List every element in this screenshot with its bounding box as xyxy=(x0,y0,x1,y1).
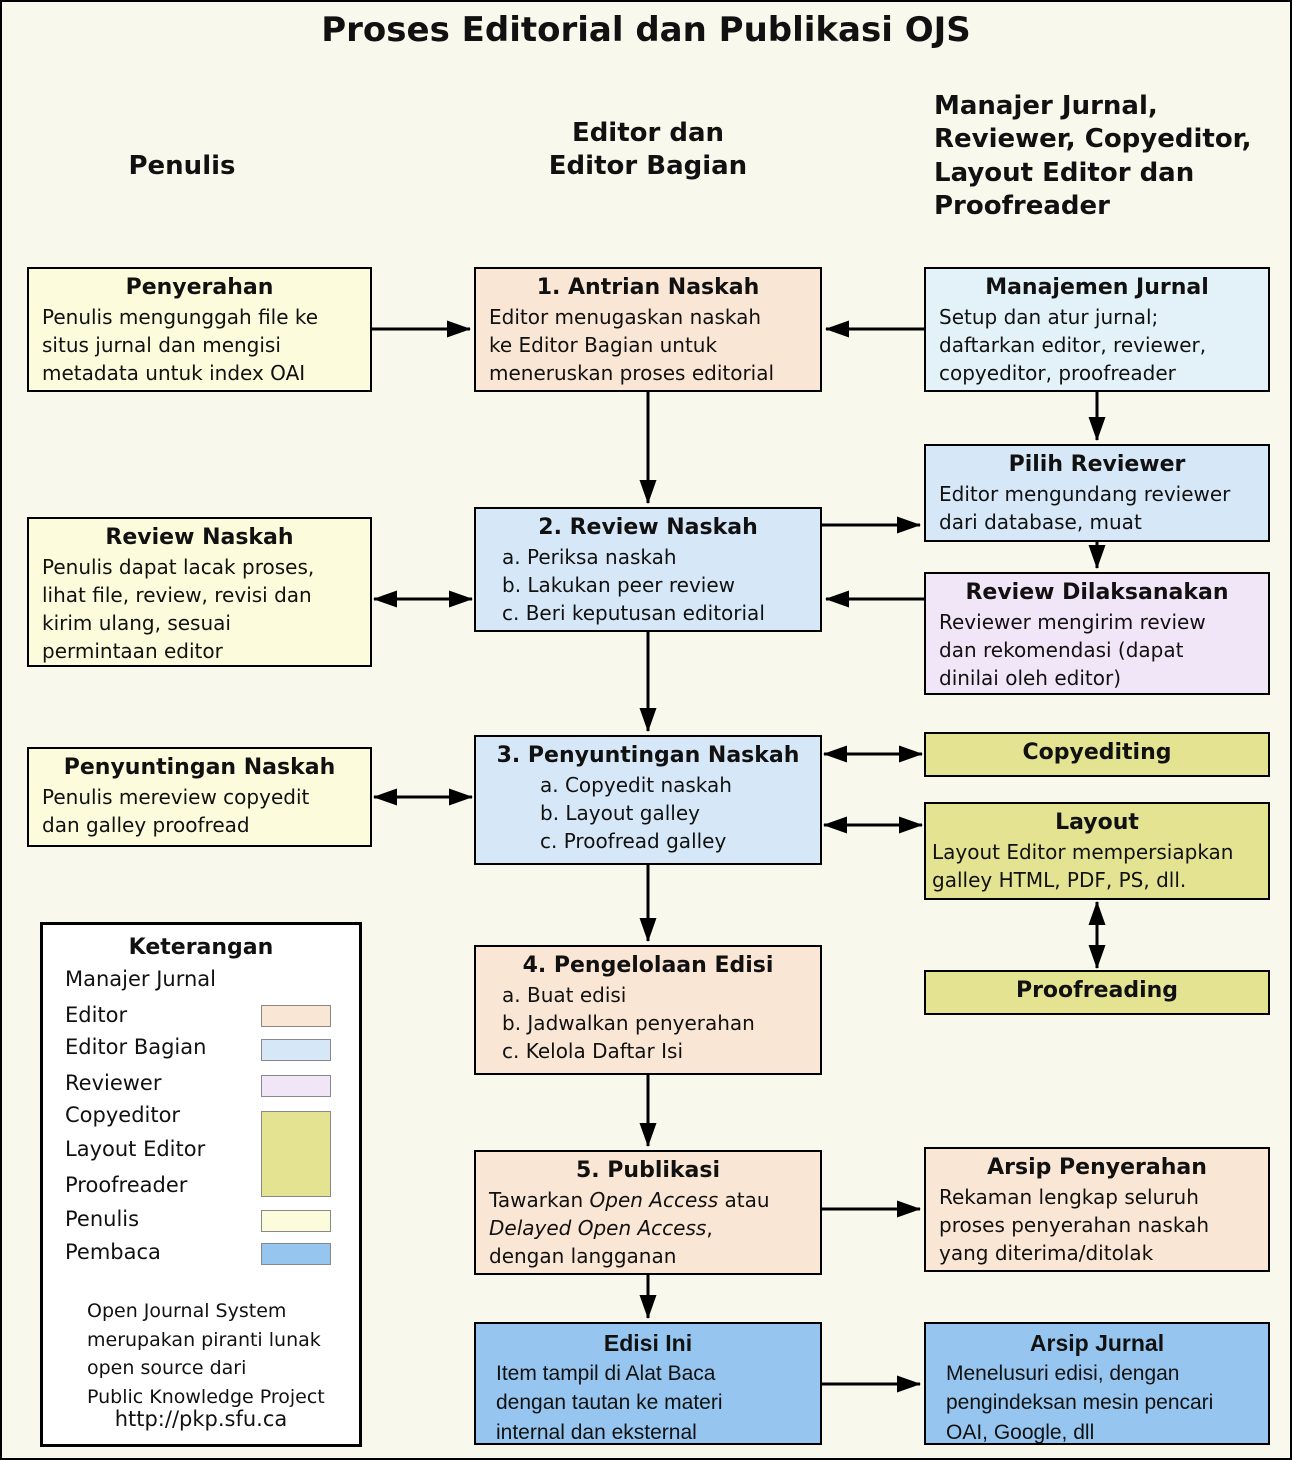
box-body: Rekaman lengkap seluruh proses penyeraha… xyxy=(939,1184,1209,1265)
box-penyuntingan-naskah: 3. Penyuntingan Naskah a. Copyedit naska… xyxy=(474,735,822,865)
box-pilih-reviewer: Pilih Reviewer Editor mengundang reviewe… xyxy=(924,444,1270,542)
legend-label-reviewer: Reviewer xyxy=(65,1071,162,1095)
box-body: Item tampil di Alat Baca dengan tautan k… xyxy=(496,1361,723,1444)
box-antrian-naskah: 1. Antrian Naskah Editor menugaskan nask… xyxy=(474,267,822,392)
box-review-naskah-penulis: Review Naskah Penulis dapat lacak proses… xyxy=(27,517,372,667)
legend-swatch-copyeditor-group xyxy=(261,1111,331,1197)
box-title: 3. Penyuntingan Naskah xyxy=(496,743,800,768)
box-edisi-ini: Edisi Ini Item tampil di Alat Baca denga… xyxy=(474,1322,822,1445)
box-title: Pilih Reviewer xyxy=(1008,452,1186,477)
box-body: Editor mengundang reviewer dari database… xyxy=(939,481,1231,534)
box-body: a. Copyedit naskah b. Layout galley c. P… xyxy=(540,772,732,853)
box-layout: Layout Layout Editor mempersiapkan galle… xyxy=(924,802,1270,900)
legend-note: Open Journal System merupakan piranti lu… xyxy=(87,1300,325,1408)
box-proofreading: Proofreading xyxy=(924,970,1270,1015)
box-title: 2. Review Naskah xyxy=(538,515,758,540)
box-title: Copyediting xyxy=(1022,740,1172,765)
box-body: Penulis dapat lacak proses, lihat file, … xyxy=(42,554,315,663)
box-body: Editor menugaskan naskah ke Editor Bagia… xyxy=(489,304,775,385)
box-title: Arsip Jurnal xyxy=(1029,1330,1165,1356)
legend-swatch-pembaca xyxy=(261,1243,331,1265)
box-title: Penyuntingan Naskah xyxy=(63,755,336,780)
legend-label-penulis: Penulis xyxy=(65,1207,140,1231)
box-body: Setup dan atur jurnal; daftarkan editor,… xyxy=(939,304,1207,385)
box-arsip-jurnal: Arsip Jurnal Menelusuri edisi, dengan pe… xyxy=(924,1322,1270,1445)
column-header-penulis: Penulis xyxy=(128,151,236,181)
box-title: Proofreading xyxy=(1015,978,1179,1003)
box-title: Review Dilaksanakan xyxy=(965,580,1229,605)
box-title: 5. Publikasi xyxy=(575,1158,721,1183)
box-body: a. Periksa naskah b. Lakukan peer review… xyxy=(502,544,765,625)
box-publikasi: 5. Publikasi Tawarkan Open Access atau D… xyxy=(474,1150,822,1275)
body-text: Tawarkan xyxy=(489,1187,590,1212)
box-title: Layout xyxy=(1055,810,1139,835)
box-body: Penulis mengunggah file ke situs jurnal … xyxy=(42,304,319,385)
box-body: Penulis mereview copyedit dan galley pro… xyxy=(42,784,310,837)
body-text: , dengan langganan xyxy=(489,1215,713,1268)
body-text-italic: Open Access xyxy=(589,1187,719,1212)
box-body: Layout Editor mempersiapkan galley HTML,… xyxy=(932,839,1234,892)
legend-label-copyeditor: Copyeditor xyxy=(65,1103,181,1127)
diagram-title: Proses Editorial dan Publikasi OJS xyxy=(321,10,971,50)
legend-swatch-reviewer xyxy=(261,1075,331,1097)
box-pengelolaan-edisi: 4. Pengelolaan Edisi a. Buat edisi b. Ja… xyxy=(474,945,822,1075)
legend-label-manajer-jurnal: Manajer Jurnal xyxy=(65,967,217,991)
box-body: Menelusuri edisi, dengan pengindeksan me… xyxy=(946,1361,1214,1444)
body-text-italic: Delayed Open Access xyxy=(489,1215,707,1240)
box-body: Tawarkan Open Access atau Delayed Open A… xyxy=(476,1186,820,1270)
box-title: 4. Pengelolaan Edisi xyxy=(522,953,774,978)
body-text: atau xyxy=(724,1187,770,1212)
box-title: Arsip Penyerahan xyxy=(987,1155,1207,1180)
legend-label-proofreader: Proofreader xyxy=(65,1173,188,1197)
legend-label-editor-bagian: Editor Bagian xyxy=(65,1035,207,1059)
legend-label-editor: Editor xyxy=(65,1003,128,1027)
legend-swatch-penulis xyxy=(261,1210,331,1232)
legend-label-layout-editor: Layout Editor xyxy=(65,1137,206,1161)
box-manajemen-jurnal: Manajemen Jurnal Setup dan atur jurnal; … xyxy=(924,267,1270,392)
box-title: Penyerahan xyxy=(125,275,274,300)
box-penyerahan: Penyerahan Penulis mengunggah file ke si… xyxy=(27,267,372,392)
box-review-dilaksanakan: Review Dilaksanakan Reviewer mengirim re… xyxy=(924,572,1270,695)
box-title: Review Naskah xyxy=(105,525,294,550)
box-arsip-penyerahan: Arsip Penyerahan Rekaman lengkap seluruh… xyxy=(924,1147,1270,1272)
legend-swatch-editor-bagian xyxy=(261,1039,331,1061)
box-body: a. Buat edisi b. Jadwalkan penyerahan c.… xyxy=(502,982,755,1063)
column-header-editor: Editor dan Editor Bagian xyxy=(548,118,748,182)
box-title: 1. Antrian Naskah xyxy=(536,275,760,300)
column-header-manajer-jurnal: Manajer Jurnal, Reviewer, Copyeditor, La… xyxy=(934,91,1252,221)
legend-swatch-editor xyxy=(261,1005,331,1027)
legend-title: Keterangan xyxy=(128,935,274,960)
box-copyediting: Copyediting xyxy=(924,732,1270,777)
legend: Keterangan Manajer Jurnal Editor Editor … xyxy=(40,922,362,1447)
box-penyuntingan-penulis: Penyuntingan Naskah Penulis mereview cop… xyxy=(27,747,372,847)
legend-label-pembaca: Pembaca xyxy=(65,1240,161,1264)
box-title: Manajemen Jurnal xyxy=(985,275,1209,300)
box-review-naskah: 2. Review Naskah a. Periksa naskah b. La… xyxy=(474,507,822,632)
legend-url: http://pkp.sfu.ca xyxy=(114,1407,288,1431)
box-title: Edisi Ini xyxy=(603,1330,693,1356)
box-body: Reviewer mengirim review dan rekomendasi… xyxy=(939,609,1206,690)
